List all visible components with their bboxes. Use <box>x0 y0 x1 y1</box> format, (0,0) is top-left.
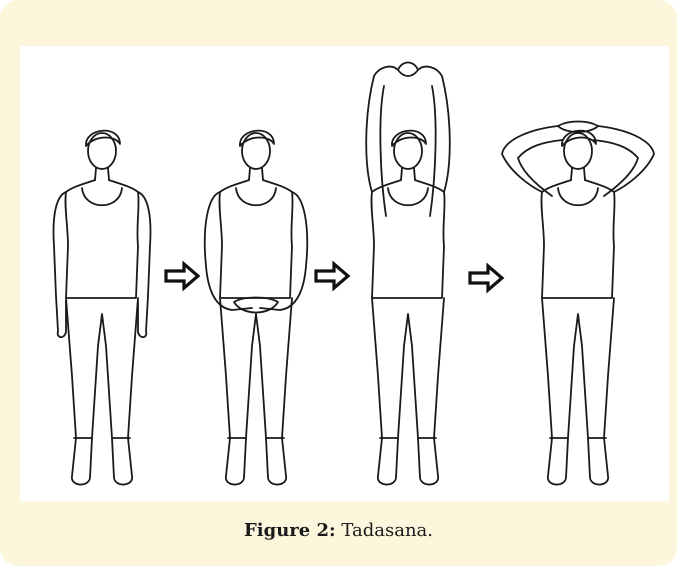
standing-hands-on-head-figure-icon <box>502 122 654 485</box>
standing-hands-clasped-figure-icon <box>205 131 307 485</box>
figure-caption-text: Tadasana. <box>341 520 433 541</box>
figure-caption: Figure 2: Tadasana. <box>0 520 677 541</box>
figure-illustration-panel <box>20 46 669 501</box>
right-arrow-icon <box>470 266 502 290</box>
figure-label: Figure 2: <box>244 520 336 541</box>
standing-arms-down-figure-icon <box>54 131 151 485</box>
right-arrow-icon <box>166 264 198 288</box>
standing-arms-raised-figure-icon <box>366 63 450 485</box>
right-arrow-icon <box>316 264 348 288</box>
